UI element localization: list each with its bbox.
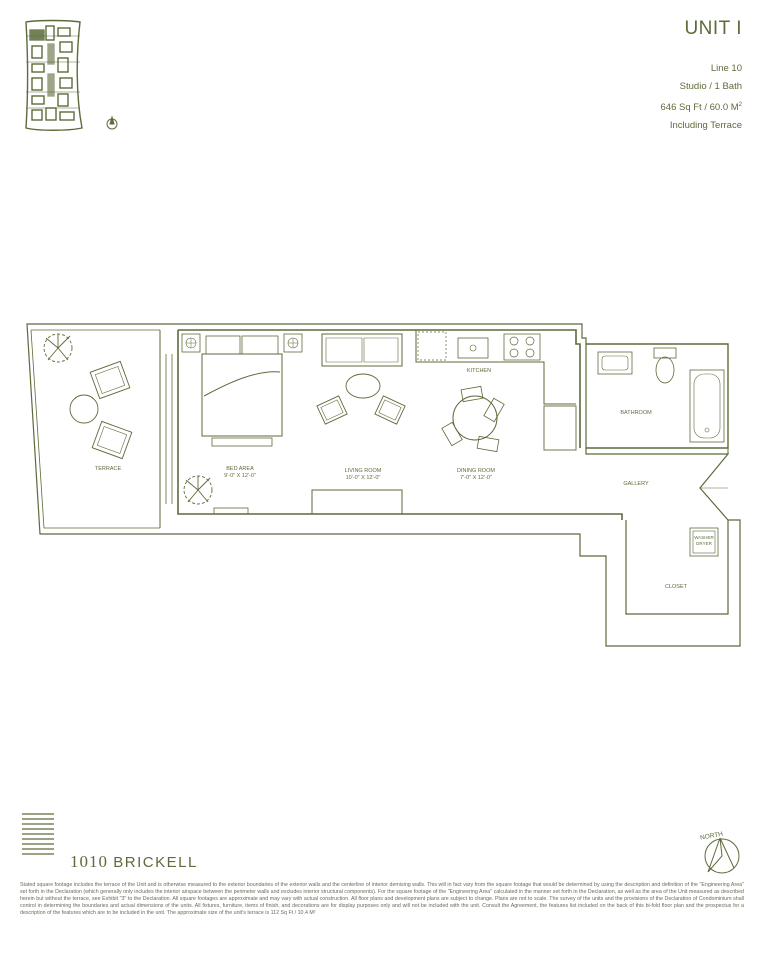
room-dims: 9'-0" X 12'-0": [224, 473, 256, 479]
unit-terrace-note: Including Terrace: [669, 120, 742, 132]
room-name: KITCHEN: [466, 368, 492, 374]
room-label-washer-dryer: WASHER DRYER: [694, 535, 714, 546]
room-name: GALLERY: [623, 481, 649, 487]
room-label-gallery: GALLERY: [623, 481, 648, 488]
room-name: TERRACE: [94, 466, 122, 472]
unit-area-text: 646 Sq Ft / 60.0 M: [660, 102, 739, 114]
room-label-bed-area: BED AREA 9'-0" X 12'-0": [224, 466, 256, 480]
unit-line: Line 10: [710, 63, 742, 74]
keyplan-compass-icon: [106, 115, 118, 130]
room-label-closet: CLOSET: [665, 584, 687, 591]
unit-title: UNIT I: [684, 18, 742, 39]
brand-number: 1010: [70, 852, 108, 871]
unit-info: Line 10 Studio / 1 Bath 646 Sq Ft / 60.0…: [661, 60, 743, 135]
disclaimer-text: Stated square footage includes the terra…: [20, 882, 744, 916]
north-label: NORTH: [700, 831, 724, 842]
brand-word: BRICKELL: [113, 854, 198, 871]
washer-label: WASHER: [694, 535, 714, 540]
unit-area-sup: 2: [738, 102, 742, 108]
key-plan: [25, 19, 118, 131]
room-label-bathroom: BATHROOM: [620, 410, 651, 417]
room-dims: 7'-0" X 12'-0": [460, 475, 492, 481]
brand-name: 1010 BRICKELL: [70, 852, 198, 872]
room-label-kitchen: KITCHEN: [467, 368, 491, 375]
room-name: LIVING ROOM: [344, 468, 382, 474]
room-label-living-room: LIVING ROOM 10'-0" X 12'-0": [345, 468, 382, 482]
room-name: DINING ROOM: [457, 468, 495, 474]
room-dims: 10'-0" X 12'-0": [345, 475, 381, 481]
room-label-dining-room: DINING ROOM 7'-0" X 12'-0": [457, 468, 495, 482]
plant-icon: [183, 475, 213, 505]
north-arrow-icon: NORTH: [700, 831, 740, 874]
room-name: BED AREA: [226, 466, 254, 472]
unit-layout: Studio / 1 Bath: [679, 81, 742, 92]
room-label-terrace: TERRACE: [95, 466, 121, 473]
room-name: CLOSET: [664, 584, 688, 590]
unit-area: 646 Sq Ft / 60.0 M2: [661, 96, 743, 117]
plant-icon: [43, 333, 73, 363]
dryer-label: DRYER: [696, 540, 712, 546]
room-name: BATHROOM: [620, 410, 652, 416]
brand-logo-icon: [22, 813, 54, 855]
